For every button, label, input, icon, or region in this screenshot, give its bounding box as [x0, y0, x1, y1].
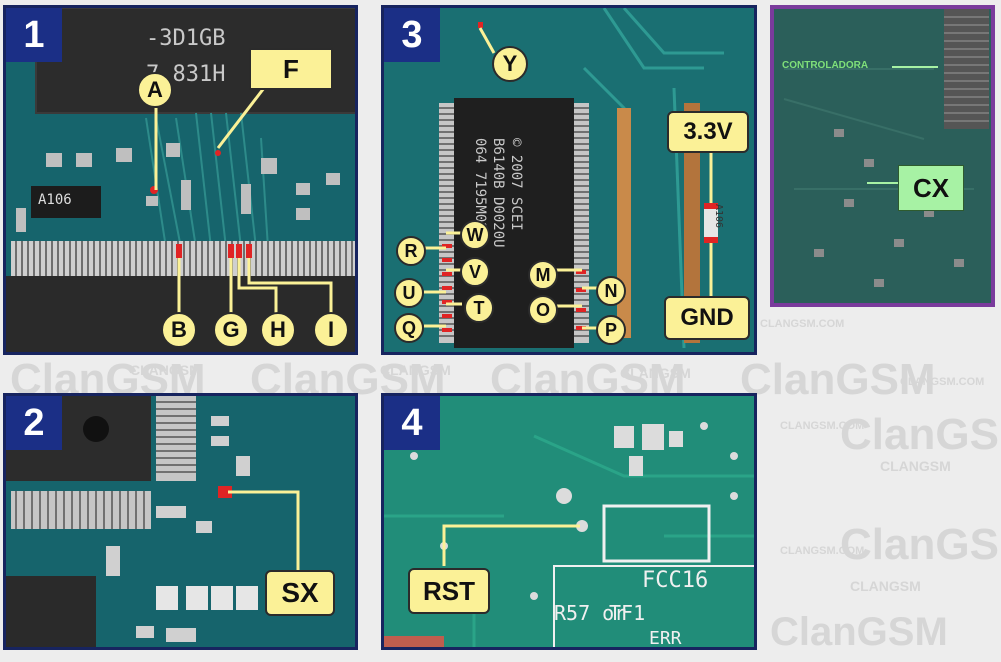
watermark-brand: ClanGSM: [840, 520, 1001, 569]
panel-2: 2 SX: [3, 393, 358, 650]
silkscreen-err: ERR: [649, 628, 682, 649]
panel-3: © 2007 SCEI B6140B D0020U 064 7195M02 A1…: [381, 5, 757, 355]
panel-number-2: 2: [6, 396, 62, 450]
panel-number-1: 1: [6, 8, 62, 62]
panel-number-3: 3: [384, 8, 440, 62]
watermark-upper: CLANGSM: [850, 578, 921, 594]
label-g: G: [213, 312, 249, 348]
controller-label: CONTROLADORA: [782, 60, 869, 71]
watermark-domain: CLANGSM.COM: [760, 318, 845, 330]
panel-1: -3D1GB 7 831H A106 1 A F B G H I: [3, 5, 358, 355]
label-h: H: [260, 312, 296, 348]
silkscreen-fcc16: FCC16: [642, 568, 709, 593]
chip-marking-line3: 064 7195M02: [472, 138, 488, 231]
label-sx: SX: [265, 570, 335, 616]
label-t: T: [464, 293, 494, 323]
resistor-marking: A106: [38, 192, 72, 208]
label-a: A: [137, 72, 173, 108]
watermark-upper: CLANGSM: [620, 365, 691, 381]
label-gnd: GND: [664, 296, 750, 340]
chip-marking-line2: B6140B D0020U: [490, 138, 506, 248]
silkscreen-r57: R57 or: [554, 601, 627, 625]
label-q: Q: [394, 313, 424, 343]
watermark-upper: CLANGSM: [880, 458, 951, 474]
label-r: R: [396, 236, 426, 266]
chip-marking-line1: -3D1GB: [146, 26, 226, 51]
label-3-3v: 3.3V: [667, 111, 749, 153]
label-cx: CX: [898, 165, 964, 211]
panel-number-4: 4: [384, 396, 440, 450]
label-o: O: [528, 295, 558, 325]
watermark-upper: CLANGSM: [380, 362, 451, 378]
label-w: W: [460, 220, 490, 250]
label-rst: RST: [408, 568, 490, 614]
label-v: V: [460, 257, 490, 287]
label-b: B: [161, 312, 197, 348]
watermark-upper: CLANGSM: [130, 362, 201, 378]
label-n: N: [596, 276, 626, 306]
label-u: U: [394, 278, 424, 308]
silkscreen-tf1: TF1: [609, 601, 646, 625]
label-y: Y: [492, 46, 528, 82]
panel-4: FCC16 TF1 R57 or ERR 4 RST: [381, 393, 757, 650]
watermark-brand: ClanGSM: [740, 355, 936, 404]
label-p: P: [596, 315, 626, 345]
label-i: I: [313, 312, 349, 348]
chip-marking-line1: © 2007 SCEI: [508, 138, 524, 231]
watermark-brand: ClanGSM: [770, 610, 948, 654]
watermark-domain: CLANGSM.COM: [780, 420, 865, 432]
resistor-marking: A106: [713, 204, 724, 229]
pcb-board-controller: [774, 9, 991, 303]
panel-controller: CONTROLADORA CX: [770, 5, 995, 307]
label-f: F: [249, 48, 333, 90]
watermark-brand: ClanGSM: [840, 410, 1001, 459]
label-m: M: [528, 260, 558, 290]
watermark-domain: CLANGSM.COM: [780, 545, 865, 557]
watermark-domain: CLANGSM.COM: [900, 376, 985, 388]
